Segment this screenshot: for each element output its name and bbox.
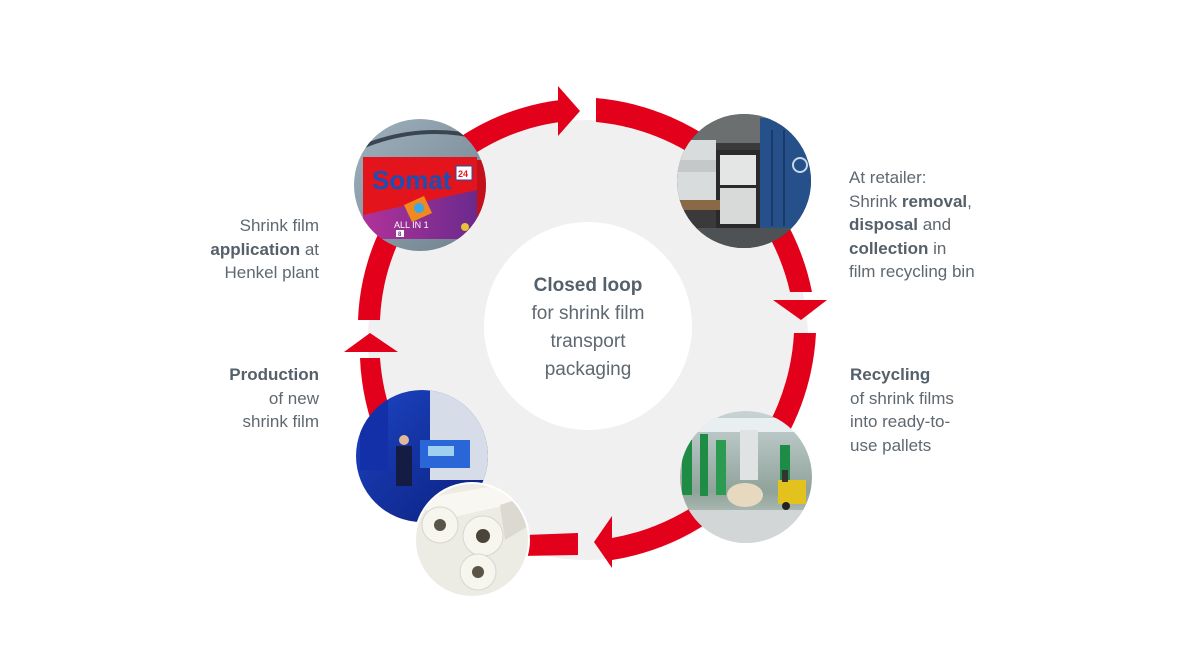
arrowhead-right-icon	[558, 86, 580, 136]
center-title: Closed loop	[533, 275, 643, 296]
step-label-text: in	[928, 238, 947, 258]
step-label-text: Shrink	[849, 191, 902, 211]
arrowhead-down-icon	[773, 300, 827, 320]
step-label-text: At retailer:	[849, 168, 927, 187]
film-rolls-photo	[416, 484, 528, 596]
somat-actions-text: 8	[398, 232, 402, 238]
center-circle	[484, 222, 692, 430]
center-line: packaging	[544, 359, 632, 380]
step-label-text: of shrink films	[850, 388, 954, 408]
step-label-text: at	[300, 239, 319, 259]
step-label-text: into ready-to-	[850, 412, 951, 431]
step-label-production: Production of new shrink film	[180, 363, 319, 434]
step-label-emphasis: Production	[229, 365, 319, 384]
arrowhead-up-icon	[344, 333, 398, 352]
center-line: for shrink film	[531, 303, 645, 324]
step-label-text: and	[917, 215, 952, 234]
truck-with-film-bales-photo	[677, 114, 811, 248]
step-label-emphasis: application	[210, 239, 301, 259]
step-label-text: shrink film	[242, 412, 319, 431]
step-label-recycling: Recycling of shrink films into ready-to-us…	[850, 363, 1010, 457]
center-line: transport	[550, 331, 626, 352]
step-label-text: Shrink film	[239, 216, 319, 235]
step-label-emphasis: removal	[901, 191, 968, 211]
somat-count-text: 24	[458, 169, 468, 179]
step-label-text: Henkel plant	[224, 263, 319, 282]
center-label: Closed loop for shrink film transport pa…	[488, 272, 688, 384]
somat-logo-text: Somat	[372, 165, 452, 195]
step-label-text: use pallets	[850, 435, 932, 455]
somat-package-photo: Somat 24 ALL IN 1 8	[354, 119, 486, 251]
step-label-emphasis: collection	[849, 238, 929, 258]
step-label-retailer: At retailer: Shrink removal, disposal and c…	[849, 166, 1009, 284]
step-label-text: film recycling bin	[849, 262, 975, 281]
step-label-text: of new	[268, 388, 319, 408]
step-label-text: ,	[967, 191, 972, 211]
recycling-plant-forklift-photo	[680, 411, 812, 543]
somat-variant-text: ALL IN 1	[394, 220, 429, 230]
step-label-emphasis: disposal	[849, 215, 918, 234]
arrowhead-left-icon	[594, 516, 612, 568]
step-label-emphasis: Recycling	[850, 365, 931, 384]
